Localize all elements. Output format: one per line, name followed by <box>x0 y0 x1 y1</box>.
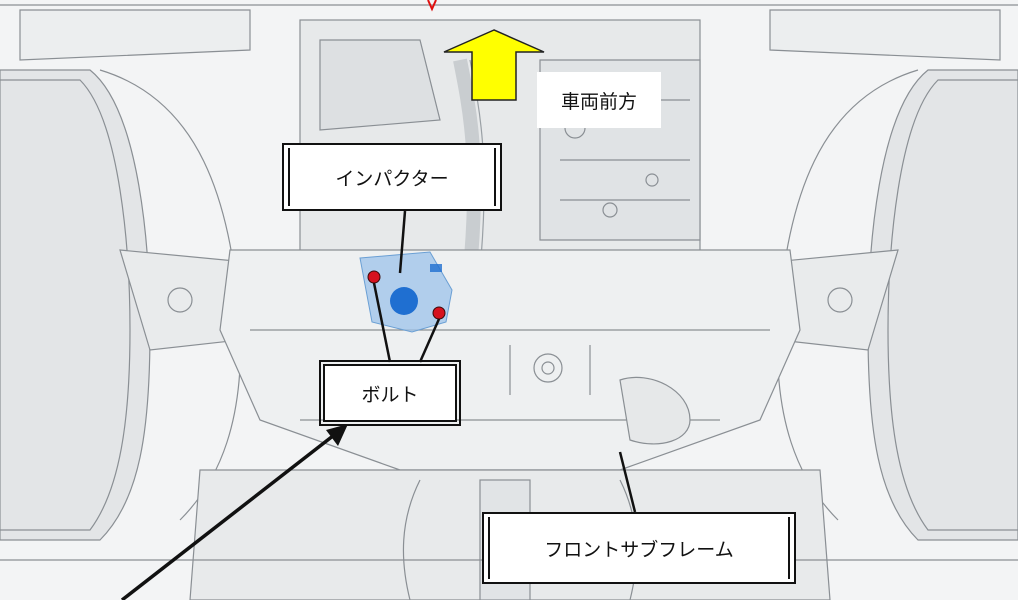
front-direction-label: 車両前方 <box>537 72 661 128</box>
front-direction-text: 車両前方 <box>560 90 637 113</box>
impactor-hole <box>390 287 418 315</box>
bolt-callout: ボルト <box>319 360 461 426</box>
impactor-callout: インパクター <box>282 143 502 211</box>
bolt-label: ボルト <box>361 383 419 406</box>
impactor-part <box>359 251 453 333</box>
bolt-marker-2 <box>432 306 446 320</box>
pointer-arrowhead-icon <box>326 424 348 446</box>
subframe-label: フロントサブフレーム <box>544 538 734 561</box>
subframe-callout: フロントサブフレーム <box>482 512 796 584</box>
impactor-label: インパクター <box>335 167 449 190</box>
leader-lines <box>372 210 637 513</box>
pointer-arrow-line <box>120 430 340 600</box>
bolt-marker-1 <box>367 270 381 284</box>
red-mark-icon <box>427 0 437 12</box>
front-direction-arrow-icon <box>443 29 545 101</box>
